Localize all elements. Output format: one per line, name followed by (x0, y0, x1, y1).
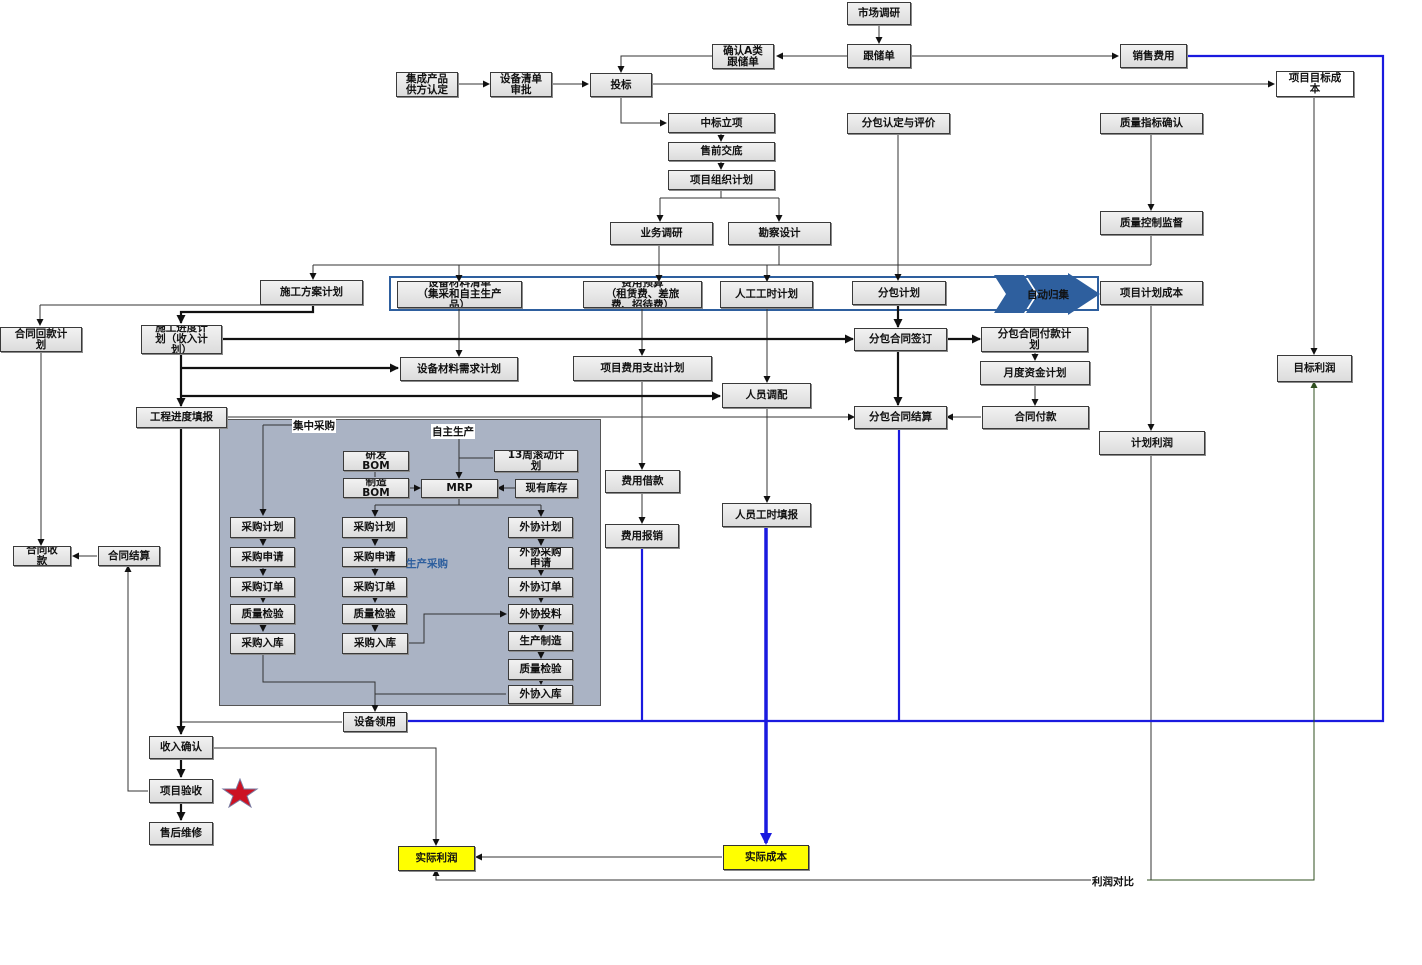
presale-handover-node: 售前交底 (668, 142, 775, 161)
project-target-cost-node: 项目目标成 本 (1276, 71, 1354, 97)
purchase-order-b-node: 采购订单 (342, 577, 407, 597)
confirm-a-node: 确认A类 跟储单 (712, 44, 774, 69)
quality-inspect-b-node: 质量检验 (342, 604, 407, 624)
outsource-plan-node: 外协计划 (508, 517, 573, 538)
current-inventory-node: 现有库存 (515, 479, 578, 498)
sales-cost-node: 销售费用 (1120, 44, 1187, 68)
expense-reimburse-node: 费用报销 (605, 524, 679, 548)
labor-hour-report-node: 人员工时填报 (722, 503, 811, 527)
planned-profit-node: 计划利润 (1099, 431, 1205, 455)
purchase-inbound-a-node: 采购入库 (230, 633, 295, 654)
quality-index-confirm-node: 质量指标确认 (1100, 113, 1203, 134)
progress-report-node: 工程进度填报 (136, 407, 227, 428)
profit-compare-label: 利润对比 (1092, 876, 1134, 888)
construction-progress-plan-node: 施工进度计 划（收入计 划） (141, 325, 222, 354)
market-research-node: 市场调研 (847, 2, 911, 25)
rolling-plan-node: 13周滚动计 划 (494, 450, 578, 472)
purchase-request-b-node: 采购申请 (342, 547, 407, 567)
project-org-plan-node: 项目组织计划 (668, 170, 775, 190)
purchase-order-a-node: 采购订单 (230, 577, 295, 597)
subcontract-payment-plan-node: 分包合同付款计 划 (981, 327, 1088, 352)
quality-control-node: 质量控制监督 (1100, 211, 1203, 235)
contract-pay-node: 合同付款 (982, 406, 1089, 429)
quality-inspect-a-node: 质量检验 (230, 604, 295, 624)
purchase-inbound-b-node: 采购入库 (342, 633, 408, 654)
subcontract-plan-node: 分包计划 (852, 281, 946, 305)
expense-budget-node: 费用预算 （租赁费、差旅 费、招待费） (583, 281, 702, 308)
self-production-label: 自主生产 (431, 424, 475, 439)
mrp-node: MRP (421, 479, 498, 498)
quality-inspect-c-node: 质量检验 (508, 659, 573, 680)
construction-plan-node: 施工方案计划 (260, 280, 363, 305)
bidding-node: 投标 (590, 73, 652, 97)
project-plan-cost-node: 项目计划成本 (1100, 281, 1203, 305)
production-mfg-node: 生产制造 (508, 631, 573, 651)
target-profit-node: 目标利润 (1277, 355, 1352, 382)
monthly-fund-plan-node: 月度资金计划 (980, 361, 1090, 385)
business-research-node: 业务调研 (610, 222, 713, 245)
project-acceptance-node: 项目验收 (149, 779, 213, 803)
project-expense-plan-node: 项目费用支出计划 (573, 356, 712, 381)
outsource-feed-node: 外协投料 (508, 604, 573, 624)
actual-cost-node: 实际成本 (723, 845, 809, 870)
mfg-bom-node: 制造 BOM (343, 478, 409, 498)
purchase-plan-a-node: 采购计划 (230, 517, 295, 538)
auto-collect-label: 自动归集 (1027, 289, 1069, 301)
contract-receipt-node: 合同收 款 (13, 546, 71, 566)
equipment-receive-node: 设备领用 (343, 712, 407, 732)
contract-payment-plan-node: 合同回款计 划 (0, 327, 82, 352)
purchase-request-a-node: 采购申请 (230, 547, 295, 567)
subcontract-sign-node: 分包合同签订 (854, 328, 947, 351)
expense-loan-node: 费用借款 (605, 470, 680, 493)
integrated-supplier-node: 集成产品 供方认定 (396, 72, 458, 97)
central-purchase-label: 集中采购 (292, 418, 336, 433)
production-purchase-label: 生产采购 (406, 558, 448, 570)
rd-bom-node: 研发 BOM (343, 451, 409, 471)
revenue-confirm-node: 收入确认 (149, 736, 213, 759)
subcontract-certify-node: 分包认定与评价 (847, 113, 950, 134)
contract-settle-node: 合同结算 (98, 546, 160, 566)
actual-profit-node: 实际利润 (398, 846, 475, 871)
star-icon (221, 778, 259, 808)
follow-order-node: 跟储单 (847, 44, 911, 68)
purchase-plan-b-node: 采购计划 (342, 517, 407, 538)
staff-allocation-node: 人员调配 (722, 383, 811, 408)
outsource-inbound-node: 外协入库 (508, 685, 573, 704)
survey-design-node: 勘察设计 (728, 222, 831, 245)
equipment-material-list-node: 设备材料清单 （集采和自主生产 品） (397, 281, 522, 308)
equipment-demand-plan-node: 设备材料需求计划 (400, 357, 518, 381)
outsource-request-node: 外协采购 申请 (508, 547, 573, 569)
equipment-list-approval-node: 设备清单 审批 (490, 72, 552, 97)
bid-won-node: 中标立项 (668, 113, 775, 133)
outsource-order-node: 外协订单 (508, 577, 573, 597)
after-sales-node: 售后维修 (149, 822, 213, 845)
subcontract-settle-node: 分包合同结算 (854, 406, 947, 429)
labor-hour-plan-node: 人工工时计划 (720, 281, 813, 308)
auto-collect-chevron (994, 273, 1100, 315)
